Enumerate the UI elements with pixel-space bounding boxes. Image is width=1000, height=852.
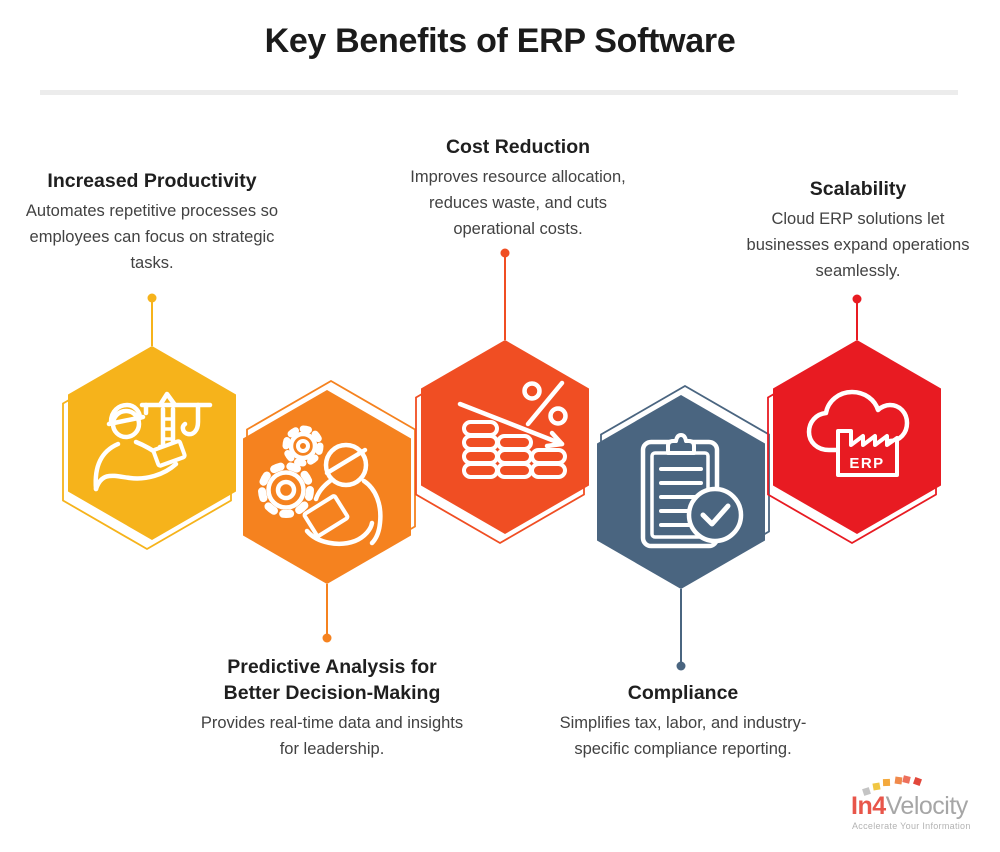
benefit-title: Predictive Analysis for Better Decision-… [223, 656, 441, 704]
brand-name: In4Velocity [851, 792, 968, 821]
percent-coins-icon [457, 380, 568, 479]
benefit-title: Compliance [627, 682, 739, 704]
hexagon-predictive-analysis [243, 380, 416, 643]
brand-logo: In4Velocity Accelerate Your Information [845, 772, 985, 836]
benefit-text-increased-productivity: Increased Productivity Automates repetit… [20, 168, 284, 276]
hexagon-fill [68, 346, 236, 540]
logo-square-icon [872, 782, 881, 791]
benefit-description: Provides real-time data and insights for… [200, 714, 464, 758]
page-title: Key Benefits of ERP Software [264, 22, 736, 60]
logo-square-icon [902, 775, 911, 784]
logo-square-icon [882, 778, 891, 787]
benefit-description: Cloud ERP solutions let businesses expan… [746, 210, 970, 280]
clipboard-check-icon [640, 433, 744, 549]
hexagon-increased-productivity [62, 293, 236, 551]
hexagon-cost-reduction [415, 248, 589, 545]
brand-tagline: Accelerate Your Information [852, 821, 971, 831]
hexagon-fill [597, 395, 765, 589]
benefit-text-cost-reduction: Cost Reduction Improves resource allocat… [386, 134, 650, 242]
hexagon-fill [773, 340, 941, 534]
cloud-factory-erp-icon: ERP [806, 389, 910, 477]
hexagon-scalability: ERP [767, 294, 941, 545]
benefit-title: Cost Reduction [445, 136, 591, 158]
brand-name-prefix: In4 [851, 792, 886, 820]
title-divider [40, 90, 958, 95]
worker-crane-icon [93, 391, 213, 492]
logo-square-icon [894, 776, 903, 785]
benefit-description: Simplifies tax, labor, and industry-spec… [559, 714, 807, 758]
connector-dot [676, 661, 686, 671]
brand-name-suffix: Velocity [885, 792, 969, 820]
hexagon-compliance [597, 385, 770, 671]
benefit-text-predictive-analysis: Predictive Analysis for Better Decision-… [200, 654, 464, 762]
gears-worker-icon [258, 425, 383, 546]
connector-dot [322, 633, 332, 643]
benefit-description: Automates repetitive processes so employ… [25, 202, 279, 272]
logo-square-icon [913, 777, 922, 786]
erp-label: ERP [849, 455, 884, 472]
benefit-text-scalability: Scalability Cloud ERP solutions let busi… [734, 176, 982, 284]
benefit-title: Increased Productivity [47, 170, 257, 192]
benefit-description: Improves resource allocation, reduces wa… [410, 168, 626, 238]
benefit-title: Scalability [809, 178, 907, 200]
benefit-text-compliance: Compliance Simplifies tax, labor, and in… [551, 680, 815, 762]
